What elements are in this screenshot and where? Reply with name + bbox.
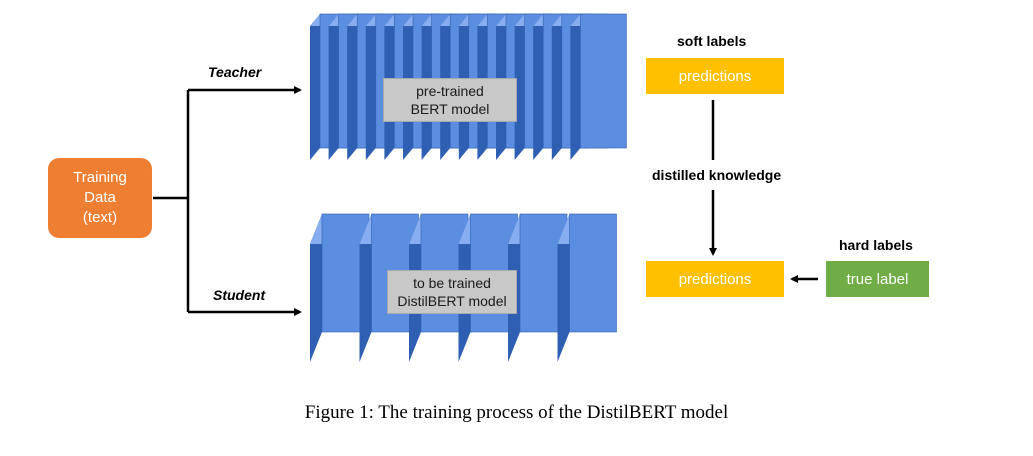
- training-data-line-2: Data: [84, 189, 116, 206]
- teacher-layer-side: [570, 14, 581, 160]
- training-data-line-1: Training: [73, 169, 127, 186]
- student-layer: [557, 213, 617, 362]
- soft-labels-title: soft labels: [677, 33, 747, 49]
- teacher-layer-side: [328, 14, 339, 160]
- teacher-layer-front: [580, 13, 627, 149]
- bert-model-label: pre-trained BERT model: [383, 78, 517, 122]
- student-label: Student: [213, 287, 266, 303]
- hard-predictions-box: predictions: [646, 261, 784, 297]
- teacher-layer-side: [347, 14, 358, 160]
- figure-caption: Figure 1: The training process of the Di…: [304, 402, 729, 423]
- student-layer-side: [557, 214, 570, 362]
- distilled-knowledge-label: distilled knowledge: [652, 167, 782, 183]
- training-data-line-3: (text): [82, 209, 118, 226]
- teacher-label: Teacher: [208, 64, 262, 80]
- teacher-layer-side: [365, 14, 376, 160]
- bert-label-line-1: pre-trained: [416, 83, 484, 99]
- student-layer-side: [310, 214, 322, 362]
- true-label-box: true label: [826, 261, 929, 297]
- student-layer-side: [359, 214, 372, 362]
- training-data-box: Training Data (text): [48, 158, 152, 238]
- teacher-layer-stack: [310, 13, 627, 160]
- teacher-layer-side: [514, 14, 525, 160]
- teacher-layer-side: [310, 14, 320, 160]
- teacher-layer: [570, 13, 627, 160]
- teacher-layer-side: [533, 14, 544, 160]
- hard-labels-title: hard labels: [839, 237, 913, 253]
- distil-label-line-2: DistilBERT model: [397, 293, 507, 309]
- teacher-layer-side: [551, 14, 562, 160]
- distilbert-model-label: to be trained DistilBERT model: [387, 270, 517, 314]
- soft-predictions-box: predictions: [646, 58, 784, 94]
- bert-label-line-2: BERT model: [410, 101, 490, 117]
- student-layer-front: [569, 213, 617, 333]
- distil-label-line-1: to be trained: [413, 275, 491, 291]
